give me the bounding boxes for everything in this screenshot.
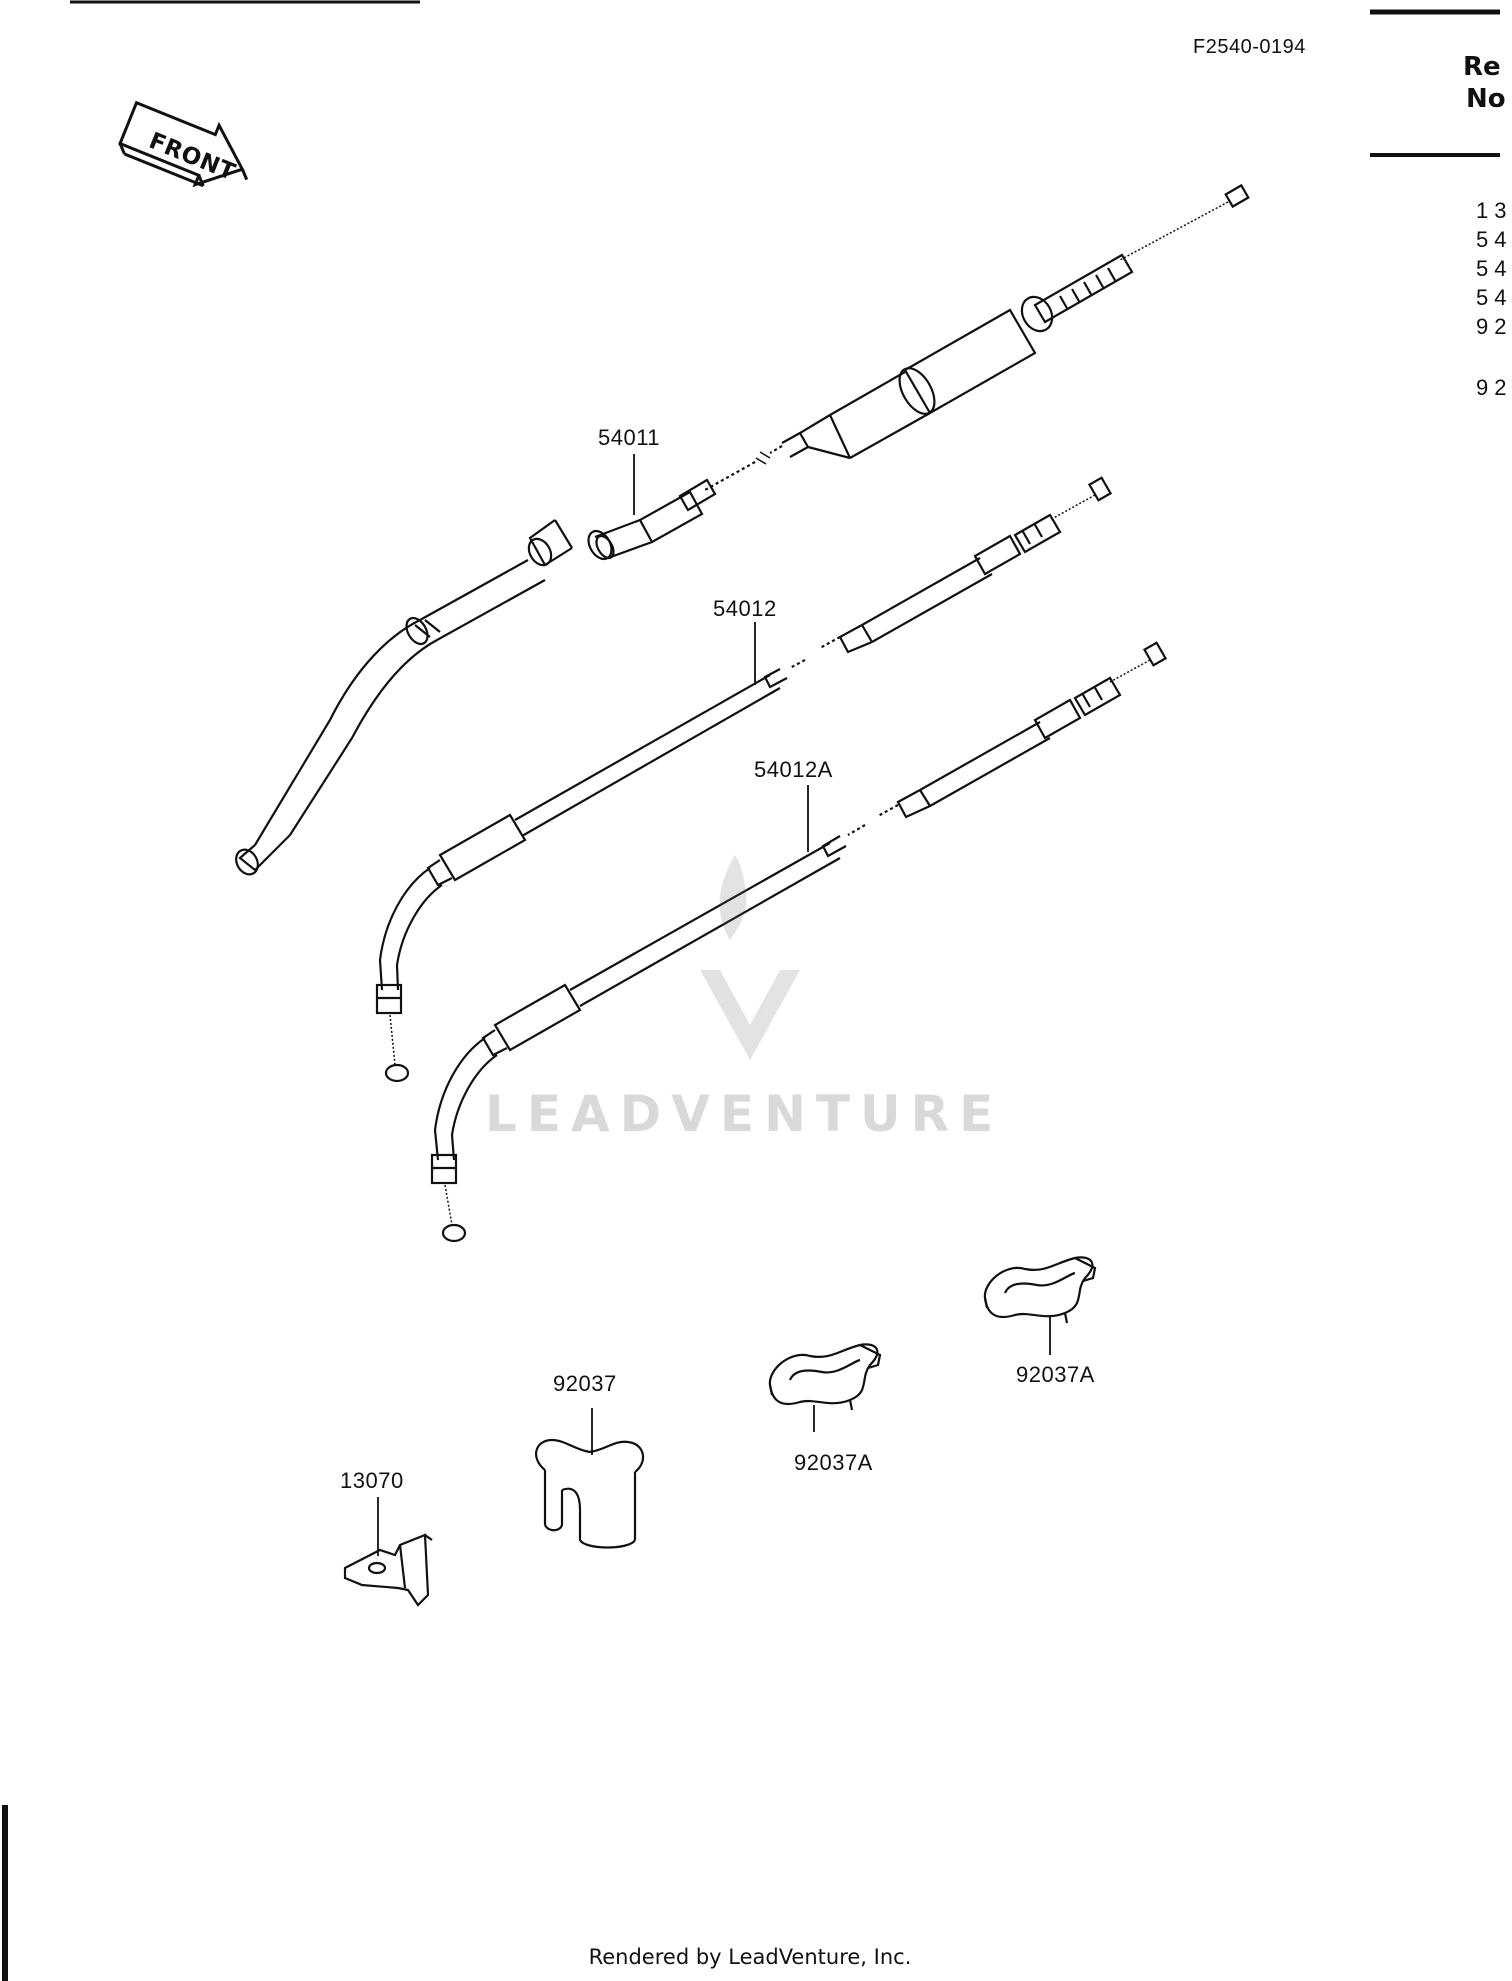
ref-item-1: 13 [1476, 198, 1512, 223]
cable-54012 [375, 476, 1113, 1083]
ref-header-line2: No [1466, 84, 1506, 114]
part-label-13070[interactable]: 13070 [340, 1468, 404, 1493]
ref-item-3: 54 [1476, 256, 1512, 281]
footer-credit: Rendered by LeadVenture, Inc. [588, 1945, 912, 1969]
part-label-54012[interactable]: 54012 [713, 596, 777, 621]
cable-54011 [235, 183, 1250, 876]
front-arrow-icon [118, 100, 249, 188]
diagram-code: F2540-0194 [1193, 36, 1306, 58]
ref-header-line1: Re [1463, 52, 1501, 82]
clamp-92037A-right [983, 1256, 1097, 1324]
ref-item-5: 92 [1476, 314, 1512, 339]
clamp-92037A-left [768, 1343, 882, 1411]
bracket-13070 [343, 1533, 433, 1607]
ref-item-6: 92 [1476, 375, 1512, 400]
part-label-92037[interactable]: 92037 [553, 1371, 617, 1396]
watermark-text: LEADVENTURE [485, 1085, 1004, 1143]
ref-item-4: 54 [1476, 285, 1512, 310]
watermark-logo-icon [700, 855, 800, 1060]
cable-54012A [430, 641, 1168, 1243]
part-label-54011[interactable]: 54011 [598, 425, 661, 450]
part-label-54012A[interactable]: 54012A [754, 757, 833, 782]
ref-item-2: 54 [1476, 227, 1512, 252]
clip-92037 [535, 1438, 645, 1549]
leader-lines [377, 454, 1051, 1556]
part-label-92037A-right[interactable]: 92037A [1016, 1362, 1095, 1387]
part-label-92037A-left[interactable]: 92037A [794, 1450, 873, 1475]
